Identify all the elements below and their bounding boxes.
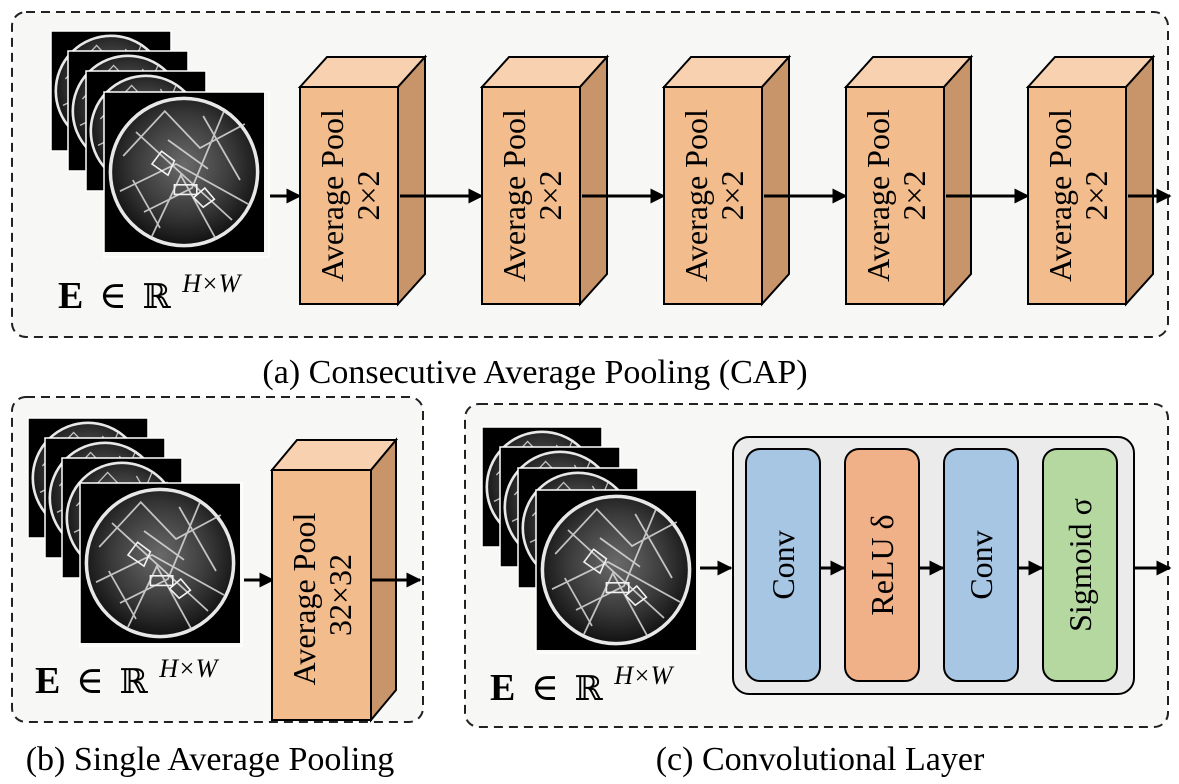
pool-block-front: [1027, 86, 1127, 305]
panel-a-input-stack: [49, 29, 270, 258]
pool-block-front: [299, 86, 399, 305]
pool-block-size: 2×2: [350, 170, 386, 220]
conv-layer-blocks: Conv ReLU δ Conv Sigmoid σ: [745, 448, 1118, 682]
pool-block-label: Average Pool: [1042, 109, 1078, 282]
pool-block-size: 2×2: [896, 170, 932, 220]
panel-c-caption: (c) Convolutional Layer: [656, 741, 985, 778]
single-pool-size: 32×32: [322, 554, 358, 636]
conv-layer-label: Conv: [963, 530, 999, 599]
svg-text:Average Pool 32×32: Average Pool 32×32: [286, 505, 358, 686]
pool-block-2: Average Pool2×2: [479, 54, 610, 307]
panel-b-input-label: E ∈ ℝ H×W: [35, 654, 220, 702]
single-pool-label: Average Pool: [286, 513, 322, 686]
pool-block-text: Average Pool2×2: [1042, 109, 1114, 282]
conv-layer-box: [943, 448, 1019, 682]
pool-block-size: 2×2: [532, 170, 568, 220]
pool-block-label: Average Pool: [314, 109, 350, 282]
pool-block-front: [663, 86, 763, 305]
pool-block-label: Average Pool: [678, 109, 714, 282]
pool-block-side: [761, 54, 790, 307]
pool-block-text: Average Pool2×2: [496, 109, 568, 282]
pool-block-front: [845, 86, 945, 305]
pool-block-size: 2×2: [1078, 170, 1114, 220]
pool-block-side: [397, 54, 426, 307]
pool-block-side: [1125, 54, 1154, 307]
pool-block-side: [579, 54, 608, 307]
pool-block-5: Average Pool2×2: [1025, 54, 1156, 307]
panel-a-caption: (a) Consecutive Average Pooling (CAP): [262, 354, 807, 391]
pool-block-front: [481, 86, 581, 305]
conv-layer-box: [1042, 448, 1118, 682]
panel-c-input-label: E ∈ ℝ H×W: [490, 661, 675, 709]
conv-layer-2: ReLU δ: [844, 448, 920, 682]
panel-b-caption: (b) Single Average Pooling: [26, 741, 395, 778]
pool-block-4: Average Pool2×2: [843, 54, 974, 307]
panel-a-input-label: E ∈ ℝ H×W: [58, 269, 243, 317]
conv-layer-box: [745, 448, 821, 682]
pool-block-3: Average Pool2×2: [661, 54, 792, 307]
conv-layer-1: Conv: [745, 448, 821, 682]
conv-layer-box: [844, 448, 920, 682]
pool-block-size: 2×2: [714, 170, 750, 220]
pool-block-label: Average Pool: [496, 109, 532, 282]
pool-block-text: Average Pool2×2: [314, 109, 386, 282]
conv-layer-label: Sigmoid σ: [1062, 498, 1098, 632]
conv-layer-4: Sigmoid σ: [1042, 448, 1118, 682]
single-pool-block: Average Pool 32×32: [269, 437, 399, 723]
pool-block-label: Average Pool: [860, 109, 896, 282]
panel-b-input-stack: [26, 416, 243, 647]
pool-block-text: Average Pool2×2: [860, 109, 932, 282]
conv-layer-3: Conv: [943, 448, 1019, 682]
conv-layer-label: Conv: [765, 530, 801, 599]
pool-block-side: [943, 54, 972, 307]
pool-block-text: Average Pool2×2: [678, 109, 750, 282]
panel-c-input-stack: [480, 425, 700, 654]
conv-layer-label: ReLU δ: [864, 514, 900, 615]
pool-block-1: Average Pool2×2: [297, 54, 428, 307]
